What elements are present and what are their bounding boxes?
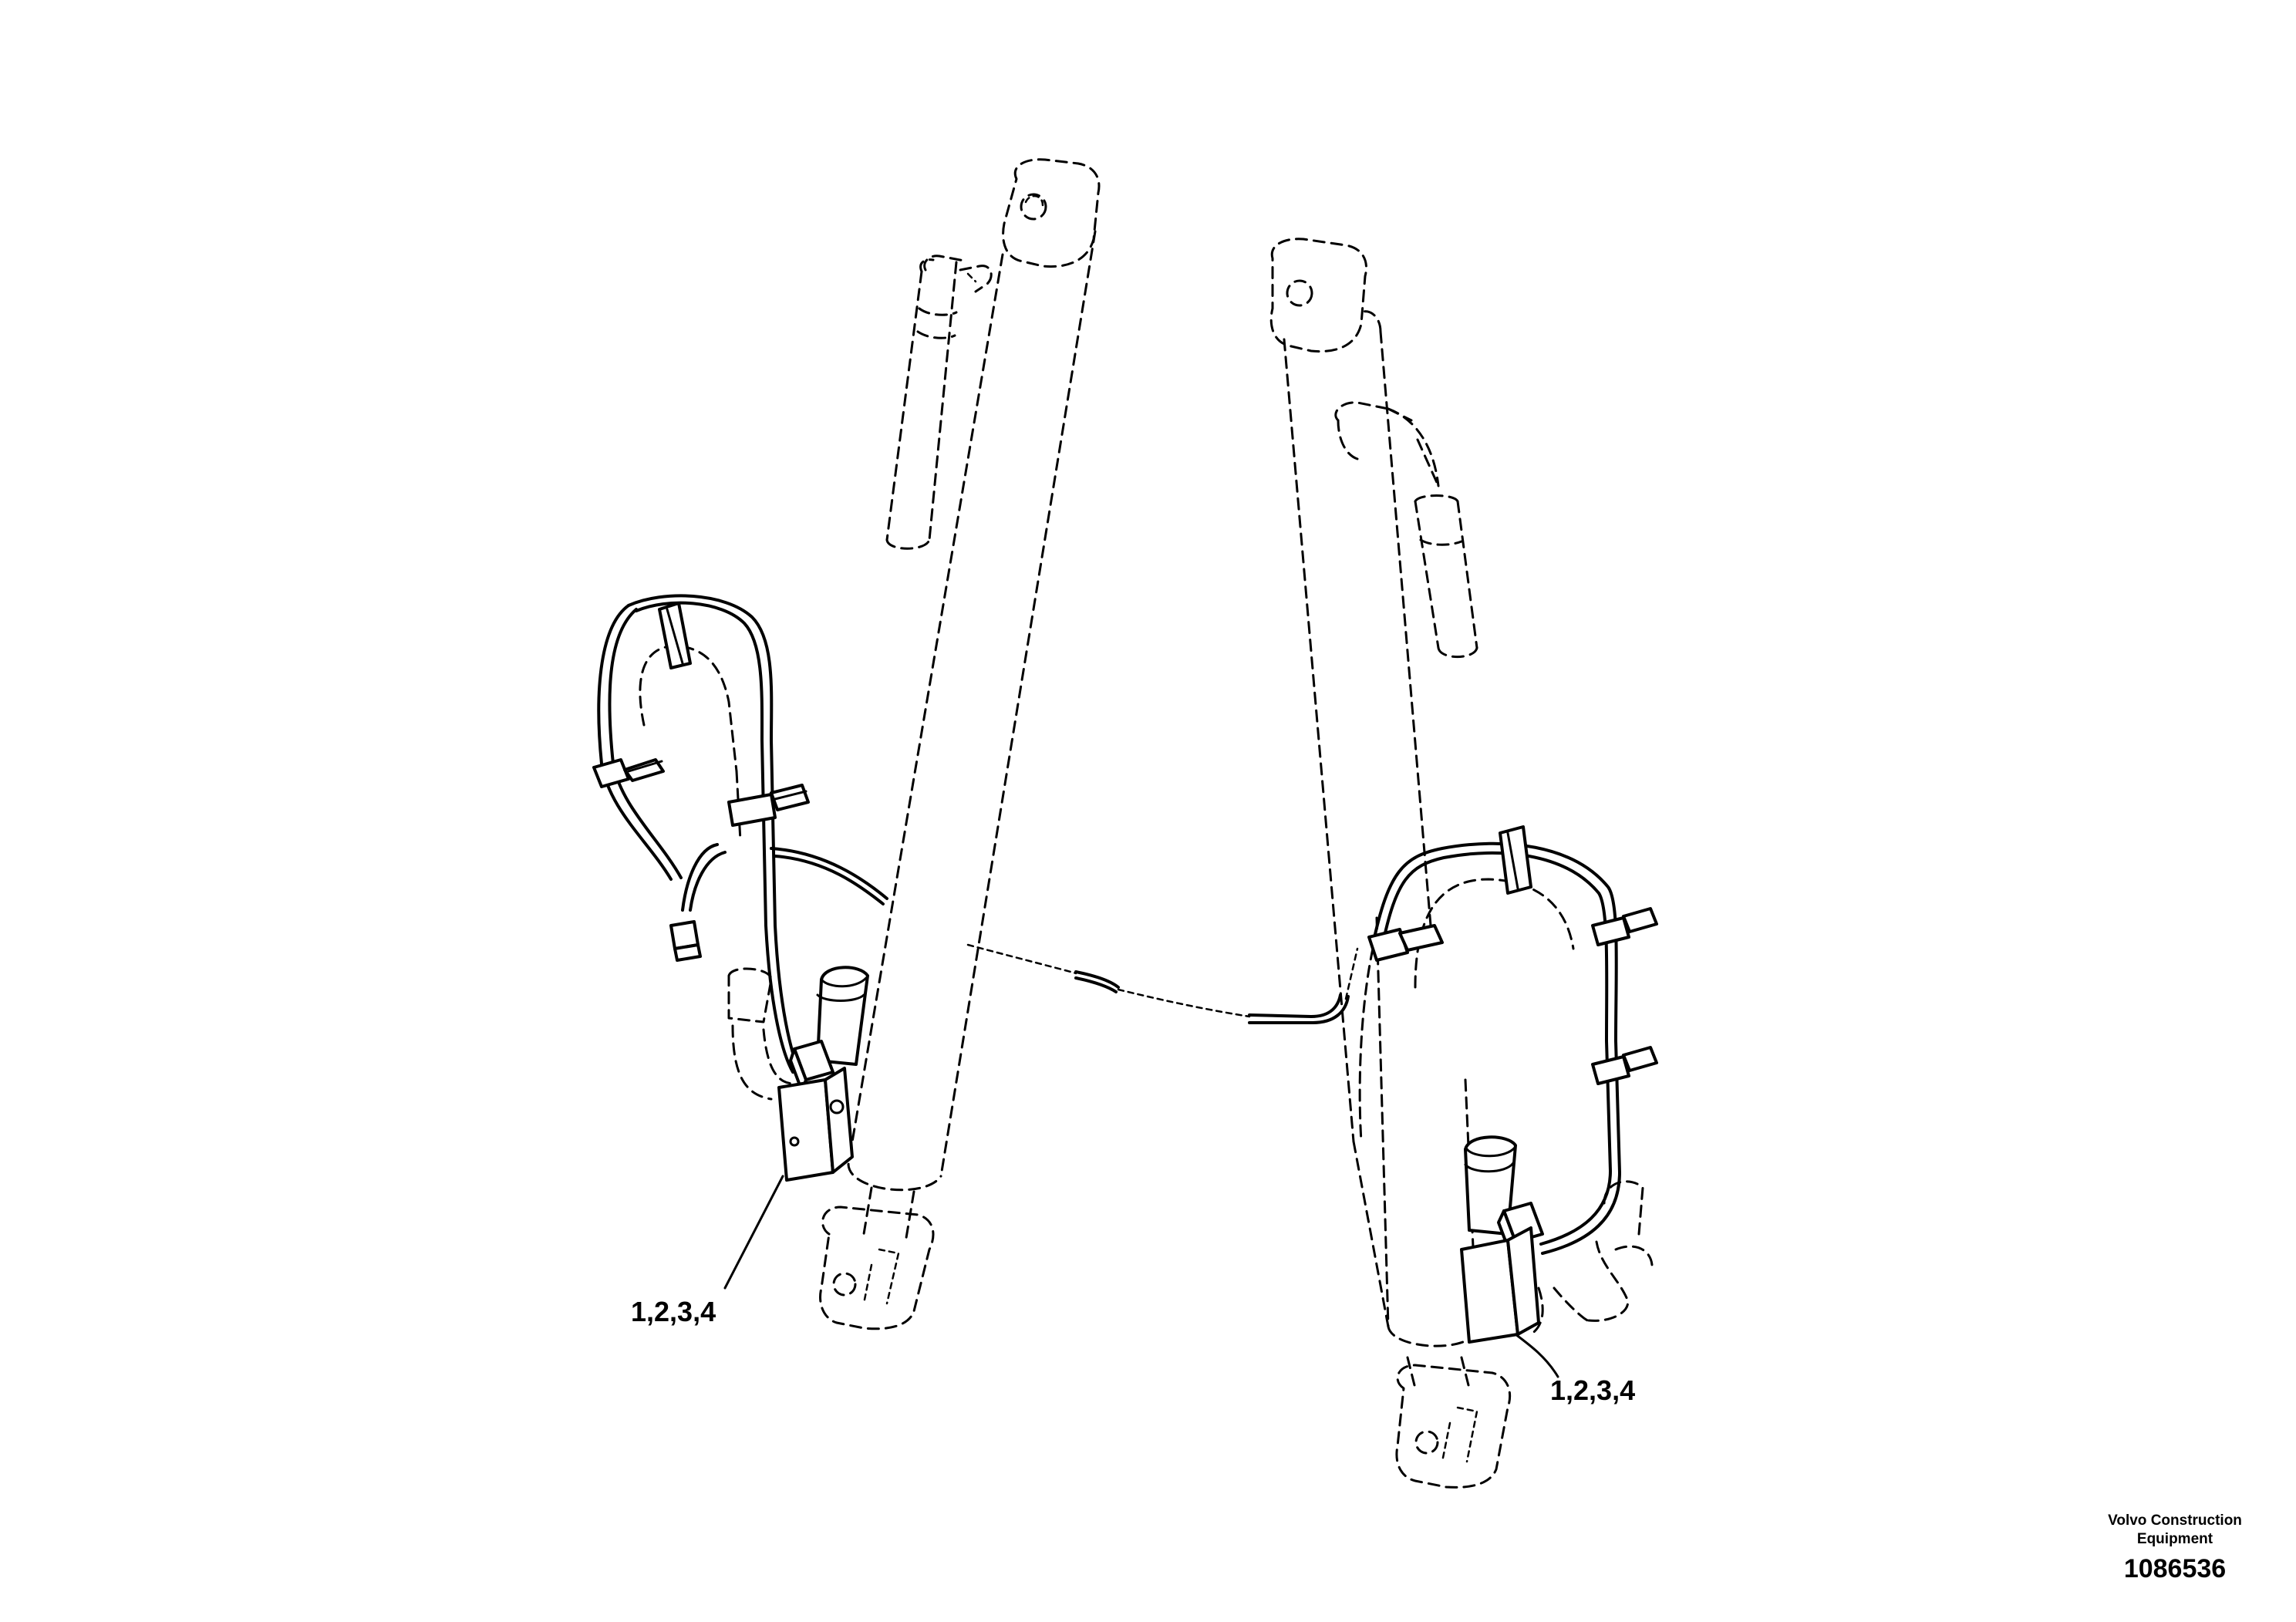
callout-label-left: 1,2,3,4 bbox=[631, 1296, 716, 1327]
callout-label-right: 1,2,3,4 bbox=[1550, 1374, 1636, 1406]
drawing-number: 1086536 bbox=[2123, 1554, 2227, 1583]
right-sensor-block bbox=[1460, 1135, 1544, 1344]
left-hydraulic-cylinder bbox=[819, 158, 1101, 1330]
connecting-harness bbox=[966, 943, 1359, 1024]
company-name-line2: Equipment bbox=[2136, 1531, 2213, 1547]
company-name-line1: Volvo Construction bbox=[2108, 1512, 2242, 1529]
left-sensor-block bbox=[777, 966, 869, 1182]
leader-lines bbox=[723, 1175, 1559, 1378]
left-sensor-harness bbox=[592, 594, 888, 1101]
title-block: Volvo Construction Equipment 1086536 bbox=[2082, 1512, 2267, 1586]
right-sensor-harness bbox=[1358, 825, 1658, 1322]
